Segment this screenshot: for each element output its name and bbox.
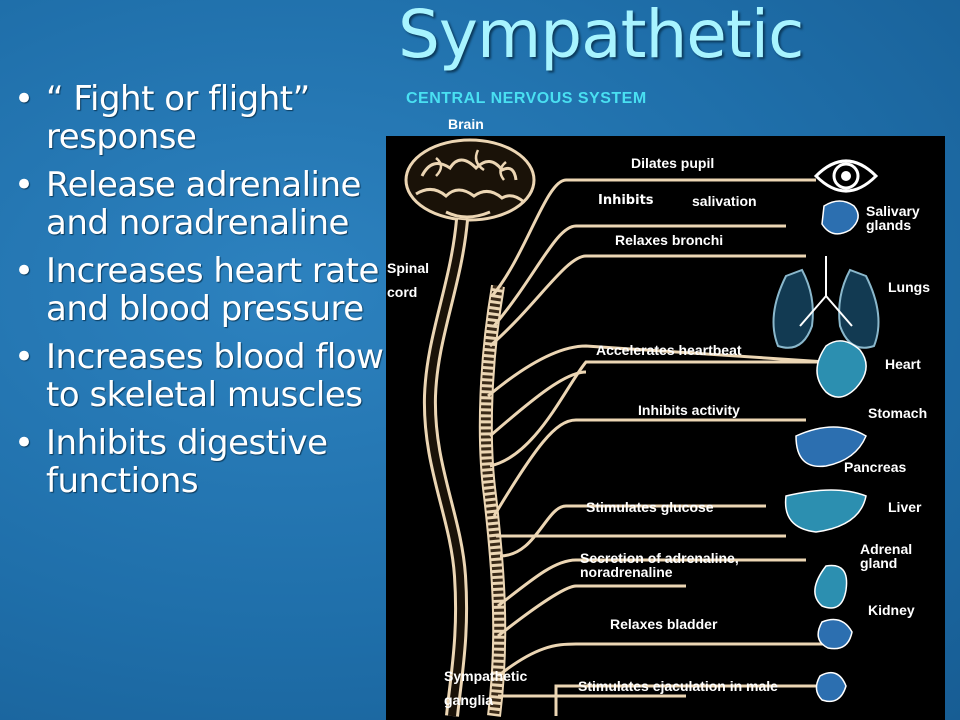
bladder-icon bbox=[817, 618, 853, 650]
stomach-icon bbox=[795, 426, 867, 468]
brain-label: Brain bbox=[448, 116, 484, 132]
organ-heart: Heart bbox=[885, 356, 921, 372]
organ-salivary-glands: Salivary glands bbox=[866, 203, 920, 233]
ganglia-label: ganglia bbox=[444, 692, 494, 708]
genital-icon bbox=[815, 671, 847, 703]
sympathetic-label: Sympathetic bbox=[444, 668, 528, 684]
organ-lungs: Lungs bbox=[888, 279, 930, 295]
liver-icon bbox=[784, 489, 867, 533]
heart-icon bbox=[816, 340, 867, 398]
spinal-cord-illustration bbox=[422, 219, 507, 717]
salivary-glands-icon bbox=[821, 200, 859, 235]
bullet-marker: • bbox=[14, 337, 34, 377]
effect-dilates-pupil: Dilates pupil bbox=[631, 155, 715, 171]
bullet-marker: • bbox=[14, 79, 34, 119]
bullet-item: •Increases blood flow to skeletal muscle… bbox=[14, 337, 384, 415]
bullet-item: •Inhibits digestive functions bbox=[14, 423, 328, 501]
effect-accelerates-heartbeat: Accelerates heartbeat bbox=[596, 342, 742, 358]
organ-stomach: Stomach bbox=[868, 405, 928, 421]
effect-stimulates-glucose: Stimulates glucose bbox=[586, 499, 714, 515]
bullet-marker: • bbox=[14, 423, 34, 463]
organ-pancreas: Pancreas bbox=[844, 459, 907, 475]
diagram-graphic bbox=[404, 138, 880, 717]
organ-illustrations bbox=[772, 159, 880, 703]
brain-illustration bbox=[404, 138, 536, 222]
bullet-list: •“ Fight or flight” response •Release ad… bbox=[14, 80, 384, 510]
eye-icon bbox=[813, 159, 879, 193]
bullet-item: •Increases heart rate and blood pressure bbox=[14, 251, 379, 329]
lungs-icon bbox=[772, 256, 880, 349]
organ-adrenal-gland: Adrenal gland bbox=[860, 541, 913, 571]
organ-kidney: Kidney bbox=[868, 602, 915, 618]
adrenal-kidney-icon bbox=[814, 564, 848, 609]
organ-liver: Liver bbox=[888, 499, 922, 515]
effect-salivation: salivation bbox=[692, 193, 757, 209]
effect-stimulates-ejaculation: Stimulates ejaculation in male bbox=[578, 678, 778, 694]
spinal-label: Spinal bbox=[387, 260, 430, 276]
bullet-marker: • bbox=[14, 251, 34, 291]
effect-relaxes-bladder: Relaxes bladder bbox=[610, 616, 718, 632]
bullet-marker: • bbox=[14, 165, 34, 205]
effect-inhibits-activity: Inhibits activity bbox=[638, 402, 740, 418]
nervous-system-diagram: Spinal cord Sympathetic ganglia Dilates … bbox=[386, 136, 945, 720]
bullet-item: •Release adrenaline and noradrenaline bbox=[14, 165, 361, 243]
diagram-subtitle: CENTRAL NERVOUS SYSTEM bbox=[406, 90, 647, 107]
nerve-branches bbox=[487, 178, 827, 716]
slide-title: Sympathetic bbox=[398, 0, 804, 73]
effect-secretion: Secretion of adrenaline, noradrenaline bbox=[580, 550, 739, 580]
bullet-item: •“ Fight or flight” response bbox=[14, 79, 310, 157]
effect-inhibits: Inhibits bbox=[592, 191, 660, 210]
effect-relaxes-bronchi: Relaxes bronchi bbox=[615, 232, 724, 248]
cord-label: cord bbox=[387, 284, 418, 300]
